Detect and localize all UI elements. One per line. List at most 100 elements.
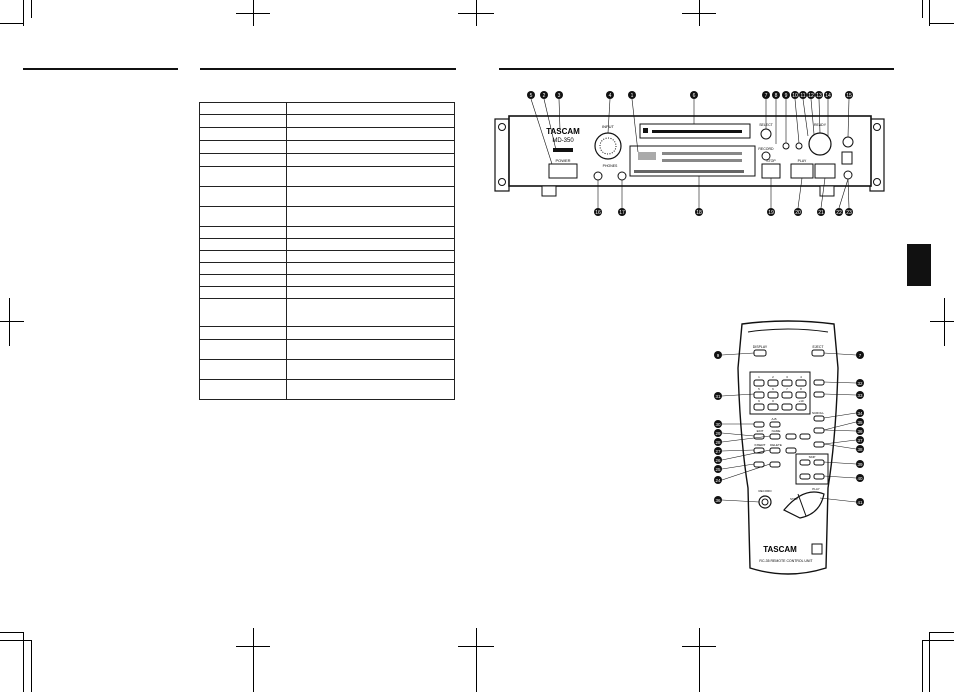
callout-bottom: 20	[794, 208, 802, 216]
callout-left: 28	[714, 438, 722, 446]
callout-top: 6	[690, 91, 698, 99]
callout-top: 11	[799, 91, 807, 99]
svg-text:16: 16	[595, 210, 601, 216]
key-label: 9	[758, 399, 760, 403]
svg-text:6: 6	[693, 93, 696, 99]
key-label: 2	[772, 375, 774, 379]
callout-left: 36	[714, 496, 722, 504]
select-label: SELECT	[759, 123, 773, 127]
key-label: 5	[758, 387, 760, 391]
crop-mark	[0, 640, 31, 641]
callout-top: 3	[555, 91, 563, 99]
svg-text:3: 3	[558, 93, 561, 99]
svg-text:37: 37	[857, 438, 863, 443]
callout-top: 7	[762, 91, 770, 99]
svg-text:22: 22	[836, 210, 842, 216]
key-label: 0	[772, 399, 774, 403]
svg-text:7: 7	[859, 353, 862, 358]
crop-mark	[31, 640, 32, 692]
name-label: NAME	[772, 429, 781, 433]
key-label: 4	[800, 375, 802, 379]
power-label: POWER	[555, 158, 570, 163]
crop-mark	[930, 321, 954, 322]
svg-text:4: 4	[609, 93, 612, 99]
svg-text:24: 24	[715, 478, 721, 483]
callout-bottom: 23	[845, 208, 853, 216]
record-label: RECORD	[758, 147, 774, 151]
svg-text:33: 33	[857, 393, 863, 398]
chapter-tab	[907, 244, 931, 286]
ready-label: READY	[814, 123, 827, 127]
remote-record-label: RECORD	[758, 489, 772, 493]
svg-text:39: 39	[857, 462, 863, 467]
remote-eject-label: EJECT	[812, 345, 824, 349]
skip-label: SKIP	[809, 455, 816, 459]
remote-display-label: DISPLAY	[753, 345, 768, 349]
callout-right: 33	[856, 391, 864, 399]
svg-text:40: 40	[857, 476, 863, 481]
callout-left: 30	[714, 420, 722, 428]
callout-top: 8	[772, 91, 780, 99]
callout-top: 5	[527, 91, 535, 99]
crop-mark	[922, 0, 923, 18]
crop-mark	[0, 23, 24, 24]
svg-text:9: 9	[785, 93, 788, 99]
callout-bottom: 18	[695, 208, 703, 216]
callout-top: 1	[628, 91, 636, 99]
front-model: MD-350	[552, 138, 574, 144]
svg-text:29: 29	[715, 431, 721, 436]
svg-text:25: 25	[715, 467, 721, 472]
svg-text:31: 31	[715, 394, 721, 399]
callout-bottom: 17	[618, 208, 626, 216]
remote-brand: TASCAM	[763, 545, 797, 554]
svg-text:12: 12	[808, 93, 814, 99]
stop-label: STOP	[766, 159, 776, 163]
svg-text:30: 30	[715, 422, 721, 427]
svg-text:1: 1	[631, 93, 634, 99]
callout-top: 10	[791, 91, 799, 99]
crop-mark	[236, 646, 270, 647]
crop-mark	[922, 640, 954, 641]
crop-mark	[922, 640, 923, 692]
remote-stop-label: STOP	[790, 497, 798, 501]
callout-top: 14	[824, 91, 832, 99]
callout-right: 40	[856, 474, 864, 482]
crop-mark	[699, 628, 700, 692]
header-rule-right	[499, 68, 894, 70]
callout-bottom: 21	[817, 208, 825, 216]
svg-text:13: 13	[816, 93, 822, 99]
svg-text:20: 20	[795, 210, 801, 216]
key-label: 7	[786, 387, 788, 391]
key-label: 1	[758, 375, 760, 379]
callout-left: 31	[714, 392, 722, 400]
callout-right: 41	[856, 498, 864, 506]
svg-text:14: 14	[825, 93, 831, 99]
svg-text:17: 17	[619, 210, 625, 216]
svg-text:34: 34	[857, 411, 863, 416]
spec-table	[199, 102, 455, 400]
crop-mark	[476, 628, 477, 692]
crop-mark	[929, 0, 930, 26]
crop-mark	[458, 13, 494, 14]
callout-left: 29	[714, 429, 722, 437]
callout-right: 36	[856, 427, 864, 435]
svg-text:32: 32	[857, 381, 863, 386]
callout-bottom: 16	[594, 208, 602, 216]
svg-text:23: 23	[846, 210, 852, 216]
crop-mark	[0, 321, 24, 322]
callout-left: 26	[714, 456, 722, 464]
svg-text:27: 27	[715, 449, 721, 454]
callout-top: 4	[606, 91, 614, 99]
crop-mark	[23, 632, 24, 692]
crop-mark	[682, 646, 716, 647]
svg-text:8: 8	[775, 93, 778, 99]
callout-top: 15	[845, 91, 853, 99]
key-label: 3	[786, 375, 788, 379]
callout-top: 13	[815, 91, 823, 99]
svg-text:36: 36	[857, 429, 863, 434]
callout-right: 39	[856, 460, 864, 468]
callout-right: 34	[856, 409, 864, 417]
header-rule-middle	[200, 68, 456, 70]
front-panel-diagram: POWER TASCAM MD-350 INPUT PHONES SELECT …	[494, 91, 885, 216]
insert-label: INSERT	[755, 443, 766, 447]
